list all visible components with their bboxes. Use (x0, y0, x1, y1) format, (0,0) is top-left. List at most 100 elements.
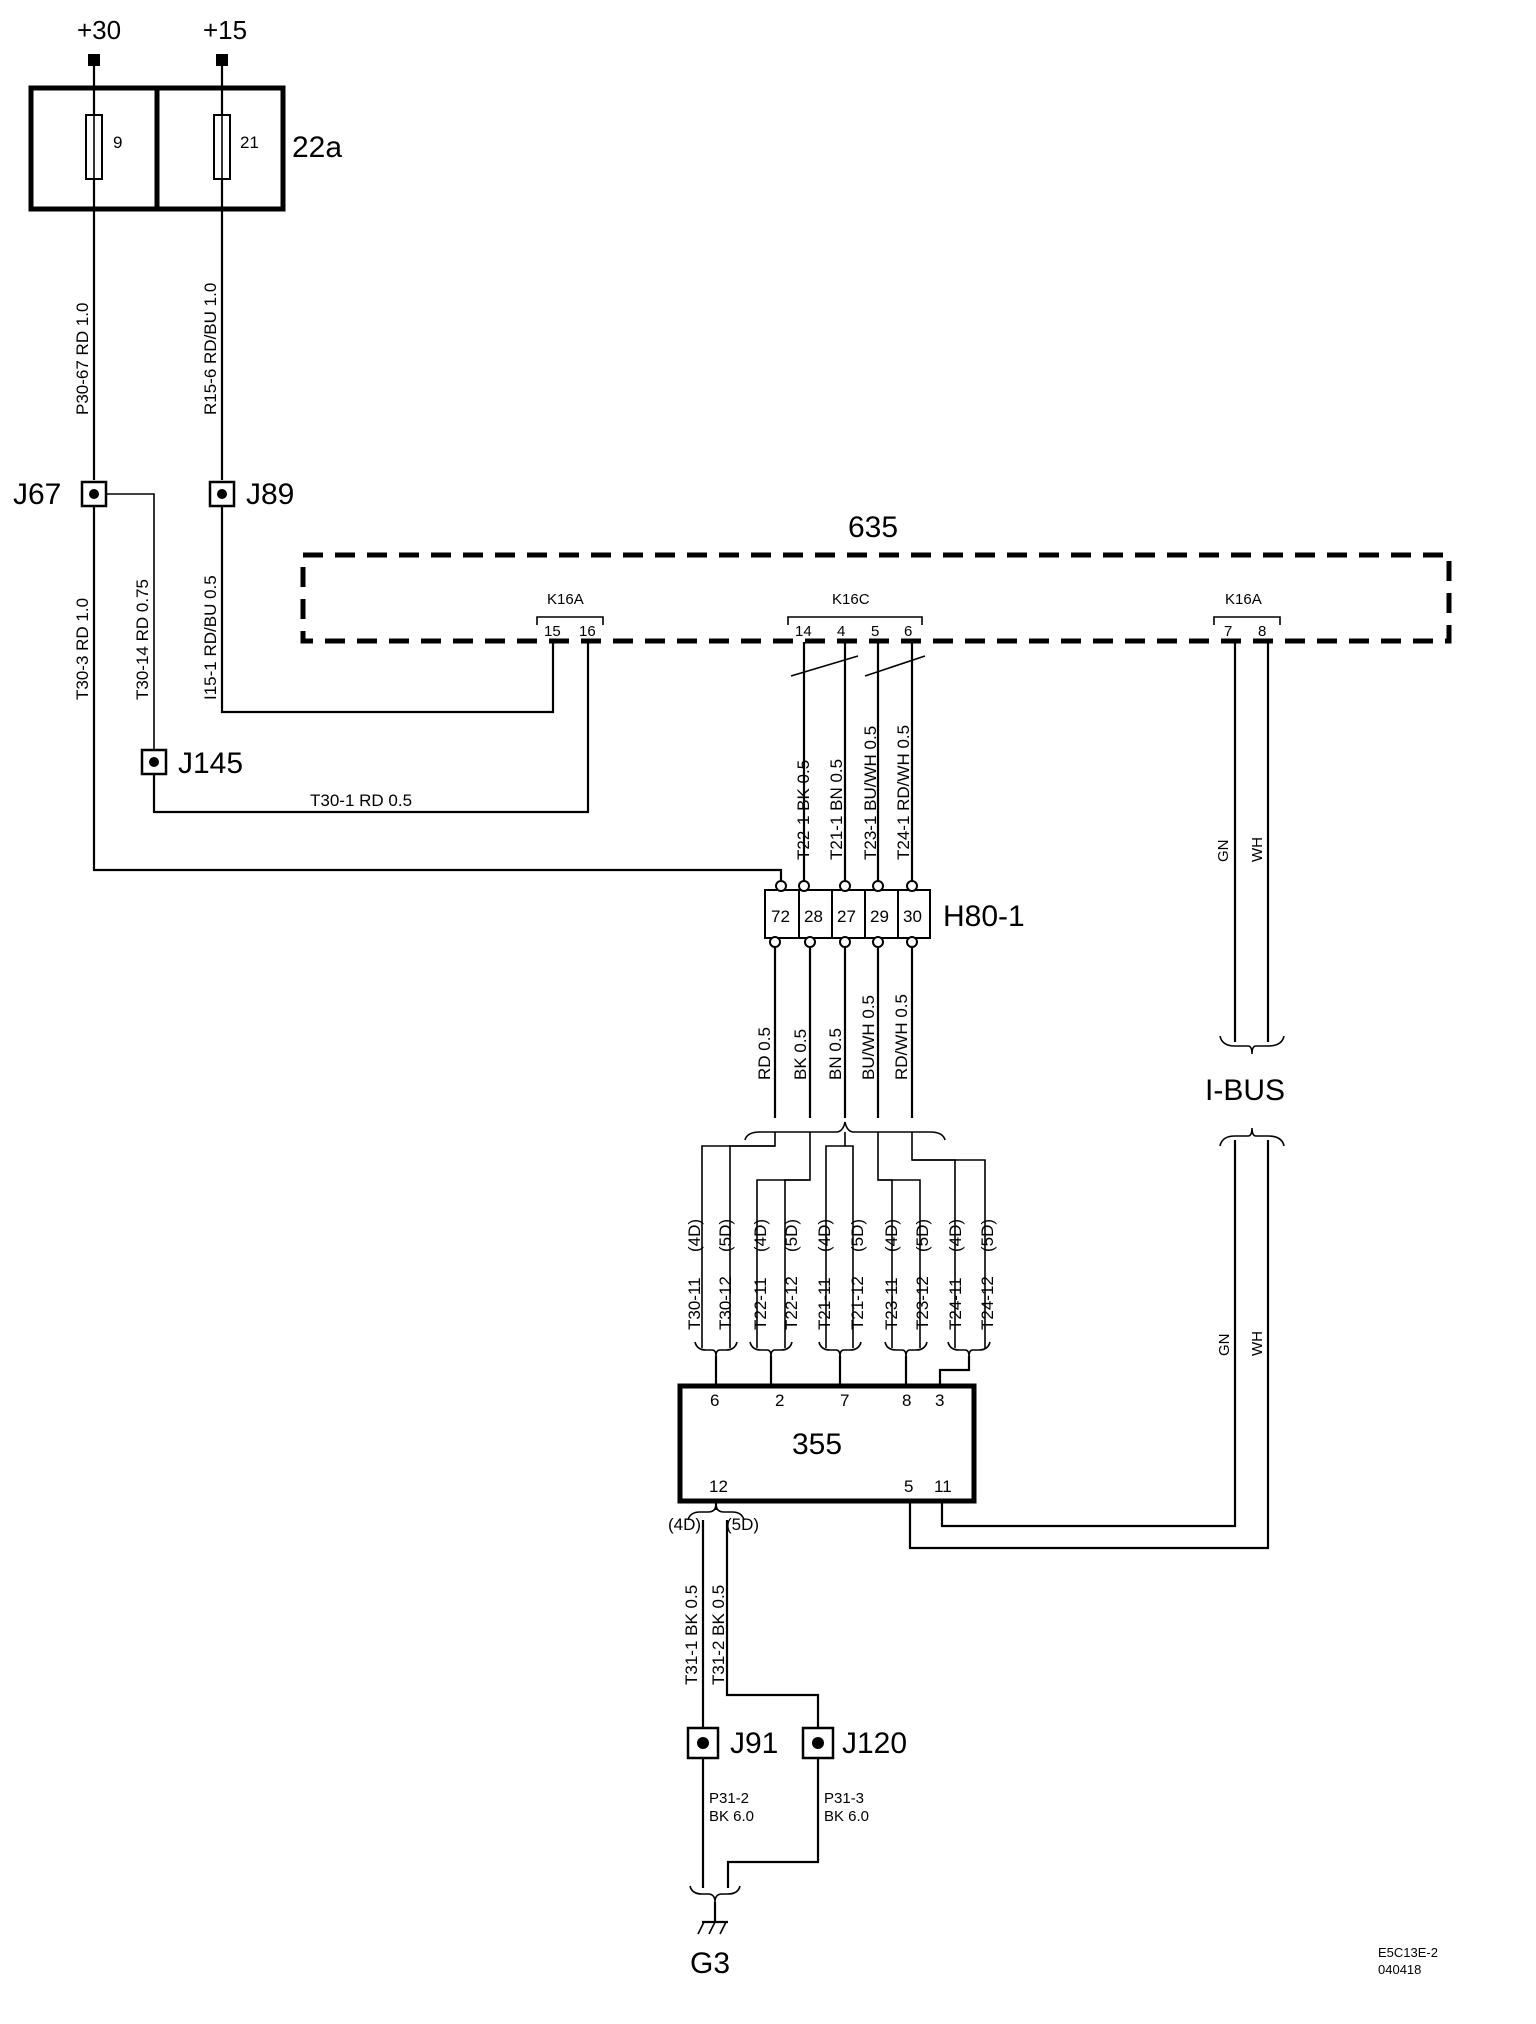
pin-355-7: 7 (840, 1391, 849, 1410)
supply-terminals: +30 +15 (77, 15, 247, 66)
splice-j67-label: J67 (13, 478, 61, 511)
label-wh-lower: WH (1249, 1331, 1266, 1356)
variant-wire-labels: T30-11 T30-12 T22-11 T22-12 T21-11 T21-1… (685, 1276, 997, 1330)
label-p31-2-b: BK 6.0 (709, 1808, 754, 1825)
variant-5d-3: (5D) (848, 1219, 867, 1252)
ibus-label: I-BUS (1205, 1074, 1285, 1107)
pin-5: 5 (871, 623, 879, 640)
label-t30-3: T30-3 RD 1.0 (73, 598, 92, 700)
label-t31-2: T31-2 BK 0.5 (709, 1585, 728, 1685)
label-t30-12: T30-12 (716, 1276, 735, 1330)
wire-t30-3 (92, 506, 783, 884)
h80-pin-30: 30 (903, 907, 922, 926)
wire-t31-2 (725, 1520, 820, 1728)
variant-4d-2: (4D) (751, 1219, 770, 1252)
pin-355-3: 3 (935, 1391, 944, 1410)
label-t21-1: T21-1 BN 0.5 (827, 759, 846, 860)
h80-pin-28: 28 (804, 907, 823, 926)
label-wh-upper: WH (1249, 837, 1266, 862)
h80-pin-27: 27 (837, 907, 856, 926)
splice-j145-label: J145 (178, 747, 243, 780)
label-t31-1: T31-1 BK 0.5 (682, 1585, 701, 1685)
ground-variant-4d: (4D) (668, 1515, 701, 1534)
variant-braces-bottom (694, 1341, 991, 1357)
split-t22-12 (784, 1179, 810, 1198)
pin-355-2: 2 (775, 1391, 784, 1410)
ground-g3-label: G3 (690, 1947, 730, 1980)
splice-j120-label: J120 (842, 1727, 907, 1760)
terminal-30-label: +30 (77, 15, 121, 45)
pin-14: 14 (795, 623, 812, 640)
pin-8: 8 (1258, 623, 1266, 640)
label-t22-11: T22-11 (751, 1277, 770, 1330)
ground-variant-5d: (5D) (726, 1515, 759, 1534)
label-gn-lower: GN (1216, 1334, 1233, 1357)
pin-355-12: 12 (709, 1477, 728, 1496)
label-t22-12: T22-12 (782, 1276, 801, 1330)
label-bn: BN 0.5 (826, 1028, 845, 1080)
wire-t30-1 (152, 642, 590, 814)
splice-j89-label: J89 (246, 478, 294, 511)
pin-4: 4 (837, 623, 845, 640)
label-p30-67: P30-67 RD 1.0 (73, 303, 92, 415)
label-buwh: BU/WH 0.5 (859, 995, 878, 1080)
ground-symbol-icon (697, 1902, 728, 1935)
wire-gn-to-355 (940, 1365, 1237, 1528)
label-gn-upper: GN (1215, 840, 1232, 863)
pin-15: 15 (544, 623, 561, 640)
variant-brace-top (744, 1121, 946, 1141)
h80-1-label: H80-1 (943, 900, 1025, 933)
module-635-id: 635 (848, 511, 898, 544)
fuse-21-label: 21 (240, 133, 259, 152)
label-t21-12: T21-12 (848, 1276, 867, 1330)
label-t30-11: T30-11 (685, 1277, 704, 1330)
label-t23-12: T23-12 (913, 1276, 932, 1330)
wire-p31-3 (726, 1758, 820, 1888)
label-rdwh: RD/WH 0.5 (892, 994, 911, 1080)
diagram-date: 040418 (1378, 1962, 1421, 1977)
twist-mark-2 (864, 655, 926, 677)
split-t23-11 (877, 1132, 893, 1198)
pin-355-8: 8 (902, 1391, 911, 1410)
label-t21-11: T21-11 (815, 1277, 834, 1330)
splice-j120: J120 (801, 1726, 907, 1760)
label-p31-3-a: P31-3 (824, 1790, 864, 1807)
pin-7: 7 (1224, 623, 1232, 640)
pin-6: 6 (904, 623, 912, 640)
twist-mark-1 (790, 655, 859, 677)
split-t21-11 (825, 1132, 846, 1198)
ibus-brace-lower (1219, 1127, 1285, 1147)
split-t24-12 (912, 1159, 986, 1198)
splice-j145: J145 (140, 747, 243, 780)
label-t24-11: T24-11 (946, 1277, 965, 1330)
label-p31-3-b: BK 6.0 (824, 1808, 869, 1825)
fuse-box-22a: 9 21 22a (28, 60, 342, 212)
module-635-outline (300, 552, 1452, 644)
variant-5d-5: (5D) (978, 1219, 997, 1252)
split-t24-11 (911, 1132, 956, 1198)
label-bk: BK 0.5 (791, 1029, 810, 1080)
variant-4d-1: (4D) (685, 1219, 704, 1252)
wire-i15-1 (220, 506, 555, 714)
connector-h80-1: 72 28 27 29 30 H80-1 (764, 880, 1025, 948)
variant-labels: (4D) (5D) (4D) (5D) (4D) (5D) (4D) (5D) … (685, 1219, 997, 1252)
wire-wh-to-355 (908, 1393, 1270, 1550)
connector-k16c: K16C (832, 591, 870, 608)
splice-j67: J67 (13, 478, 108, 511)
diagram-code: E5C13E-2 (1378, 1945, 1438, 1960)
pin-355-11: 11 (934, 1477, 952, 1496)
split-t23-12 (878, 1179, 921, 1198)
split-t30-12 (729, 1145, 775, 1170)
pin-355-6: 6 (710, 1391, 719, 1410)
ibus-brace-upper (1219, 1035, 1285, 1055)
module-635: 635 K16A 15 16 K16C 14 4 5 6 K16A 7 8 (300, 511, 1452, 644)
fuse-9-label: 9 (113, 133, 122, 152)
split-t30-11 (701, 1132, 776, 1170)
label-t24-12: T24-12 (978, 1276, 997, 1330)
connector-k16a-right: K16A (1225, 591, 1262, 608)
label-rd: RD 0.5 (755, 1027, 774, 1080)
label-t24-1: T24-1 RD/WH 0.5 (894, 725, 913, 860)
module-355: 355 6 2 7 8 3 12 5 11 (677, 1383, 977, 1504)
label-t23-11: T23-11 (882, 1277, 901, 1330)
